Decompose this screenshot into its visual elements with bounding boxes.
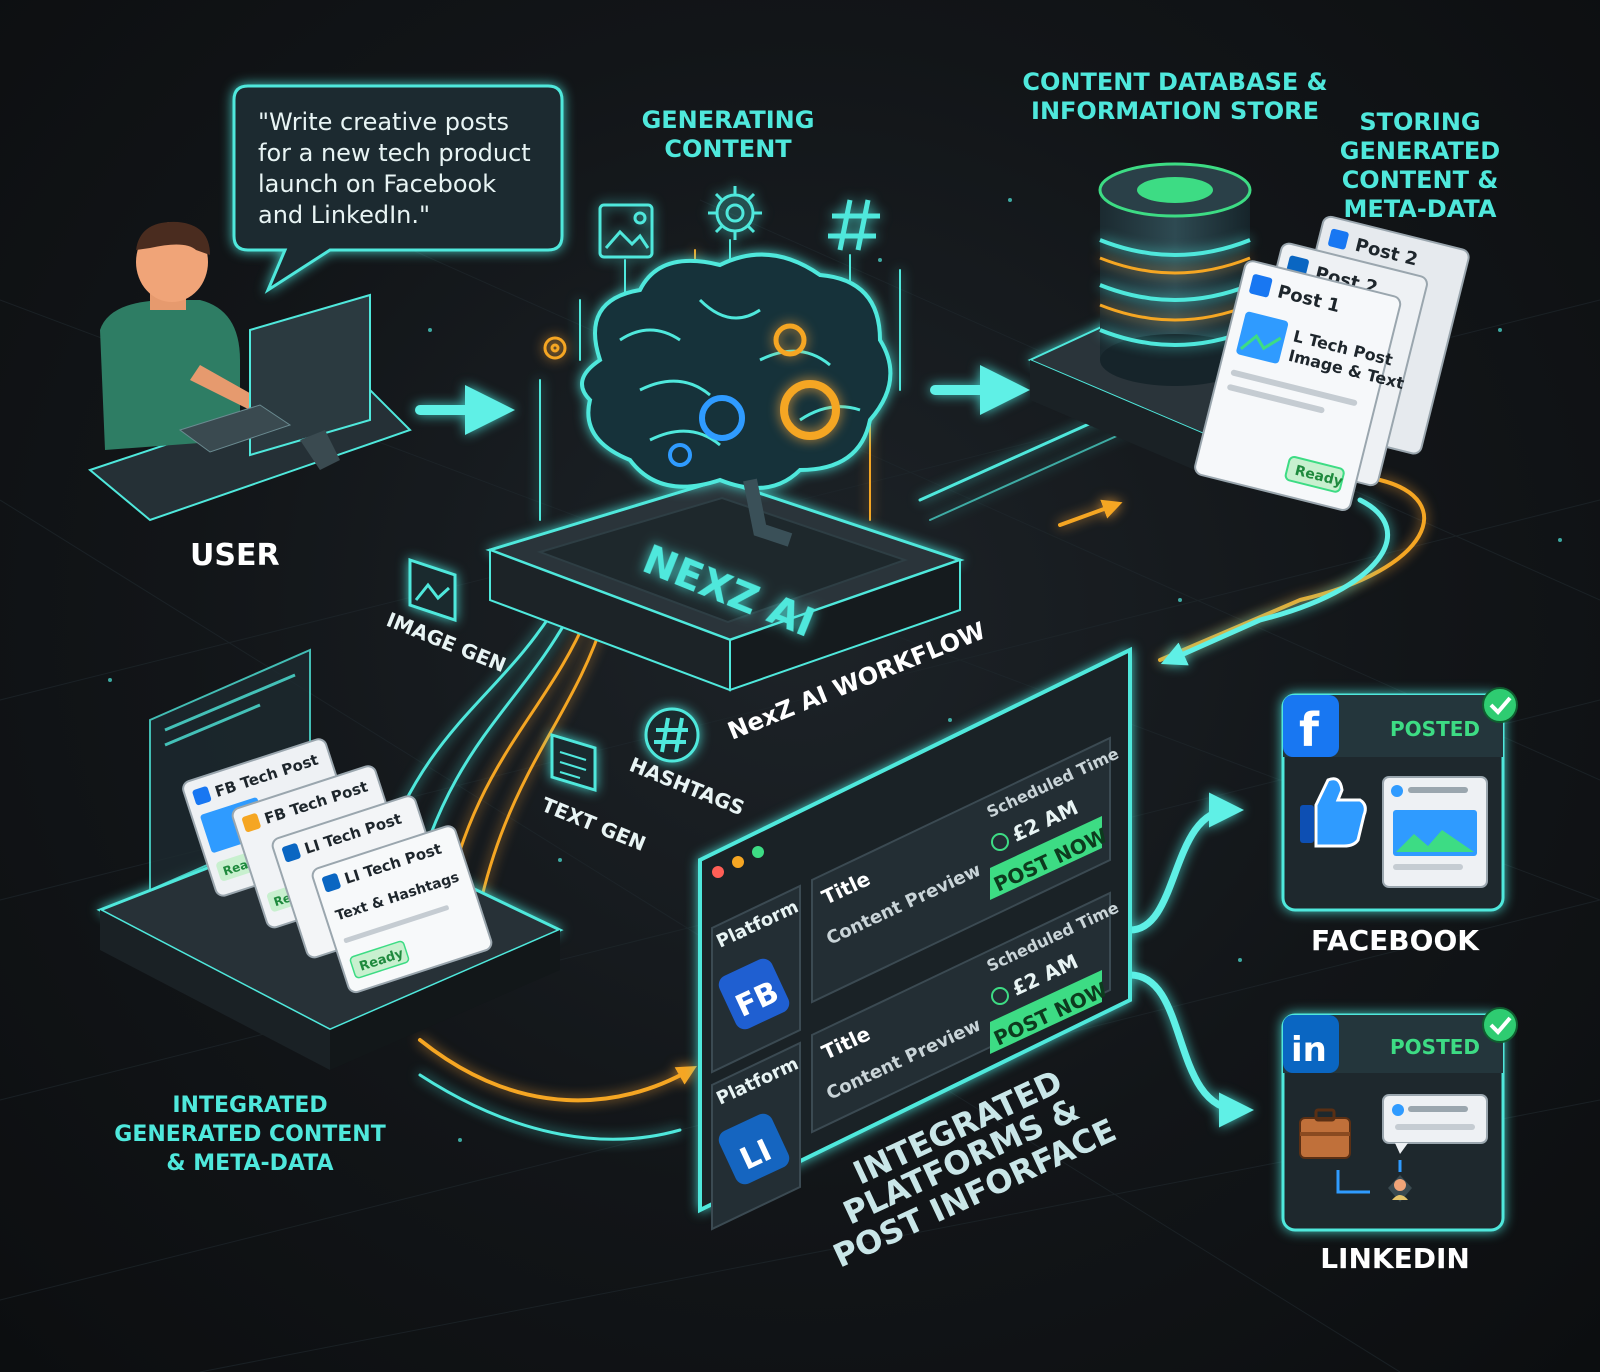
text-gen-label: TEXT GEN xyxy=(538,792,649,856)
linkedin-logo-icon xyxy=(1283,1015,1339,1073)
hashtags-label: HASHTAGS xyxy=(626,752,748,820)
brain-gear-blue xyxy=(668,395,745,467)
facebook-logo-icon xyxy=(1283,695,1339,757)
small-gear-icon xyxy=(543,336,567,360)
facebook-post-preview-icon xyxy=(1382,776,1488,888)
post-interface: Platform FB Title Content Preview Schedu… xyxy=(698,646,1132,1275)
generating-label-2: CONTENT xyxy=(664,135,792,163)
prompt-line-1: "Write creative posts xyxy=(258,108,509,136)
briefcase-icon xyxy=(1299,1108,1351,1159)
linkedin-label: LINKEDIN xyxy=(1320,1242,1470,1275)
db-card-image-icon xyxy=(1236,311,1289,364)
linkedin-logo-letters: in xyxy=(1291,1030,1327,1070)
gear-icon xyxy=(708,186,762,240)
prompt-line-3: launch on Facebook xyxy=(258,170,496,198)
db-title-1: CONTENT DATABASE & xyxy=(1022,68,1327,96)
int-card-2-fb-icon xyxy=(242,813,261,832)
int-card-4: LI Tech Post Text & Hashtags Ready xyxy=(311,825,493,994)
facebook-logo-letter: f xyxy=(1299,703,1320,757)
image-icon xyxy=(598,203,654,259)
row1-clock-icon xyxy=(991,833,1009,851)
integrated-label-3: & META-DATA xyxy=(166,1151,333,1176)
storing-line-2: GENERATED xyxy=(1340,137,1500,165)
hashtags-icon xyxy=(644,707,700,763)
user-section: "Write creative posts for a new tech pro… xyxy=(87,84,564,573)
network-person-icon xyxy=(1336,1160,1412,1202)
prompt-line-4: and LinkedIn." xyxy=(258,201,430,229)
generating-section: GENERATING CONTENT xyxy=(543,106,880,360)
integrated-label-1: INTEGRATED xyxy=(172,1093,327,1118)
generating-label-1: GENERATING xyxy=(642,106,815,134)
integrated-section: FB Tech Post Ready FB Tech Post Ready LI… xyxy=(96,648,564,1176)
image-gen-icon xyxy=(408,557,457,623)
monitor-icon xyxy=(178,293,371,470)
thumbs-up-icon xyxy=(1300,777,1367,848)
hashtag-icon xyxy=(828,199,880,251)
db-card-back-fb-icon xyxy=(1328,228,1349,250)
storing-line-3: CONTENT & xyxy=(1342,166,1499,194)
storing-line-1: STORING xyxy=(1359,108,1480,136)
row1-platform-badge xyxy=(718,958,790,1030)
user-label: USER xyxy=(190,538,280,573)
database-section: CONTENT DATABASE & INFORMATION STORE STO… xyxy=(1022,68,1500,511)
brain-icon xyxy=(580,252,893,547)
linkedin-posted-badge: POSTED xyxy=(1390,1035,1480,1059)
close-dot-icon[interactable] xyxy=(712,866,724,878)
maximize-dot-icon[interactable] xyxy=(752,846,764,858)
int-card-4-li-icon xyxy=(322,873,341,892)
output-facebook: f POSTED FACEBOOK xyxy=(1281,687,1518,957)
chat-bubble-icon xyxy=(1382,1094,1488,1154)
row2-platform-badge xyxy=(718,1113,790,1185)
int-card-1-fb-icon xyxy=(192,786,212,806)
storing-line-4: META-DATA xyxy=(1343,195,1496,223)
integrated-label-2: GENERATED CONTENT xyxy=(114,1122,385,1147)
int-card-3-li-icon xyxy=(282,843,301,862)
ai-core: NEXZ AI NexZ AI WORKFLOW xyxy=(485,252,989,746)
prompt-bubble: "Write creative posts for a new tech pro… xyxy=(232,84,564,294)
db-title-2: INFORMATION STORE xyxy=(1031,97,1319,125)
arrow-integrated-to-interface xyxy=(418,1038,697,1103)
brain-gear-orange xyxy=(773,323,840,440)
window-controls xyxy=(712,846,764,878)
arrow-to-facebook xyxy=(1126,792,1244,934)
facebook-check-icon xyxy=(1482,687,1518,723)
module-text-gen: TEXT GEN xyxy=(538,732,649,856)
user-avatar xyxy=(100,221,262,450)
output-linkedin: in POSTED LINKEDIN xyxy=(1281,1007,1518,1275)
row2-clock-icon xyxy=(991,987,1009,1005)
database-cylinder-icon xyxy=(1098,162,1252,386)
minimize-dot-icon[interactable] xyxy=(732,856,744,868)
text-gen-icon xyxy=(550,732,597,793)
db-card-front-fb-icon xyxy=(1249,274,1273,298)
linkedin-check-icon xyxy=(1482,1007,1518,1043)
keyboard-icon xyxy=(178,404,292,453)
facebook-posted-badge: POSTED xyxy=(1390,717,1480,741)
arrow-db-to-interface xyxy=(1160,497,1390,666)
arrow-to-linkedin xyxy=(1126,971,1254,1128)
prompt-line-2: for a new tech product xyxy=(258,139,531,167)
facebook-label: FACEBOOK xyxy=(1311,924,1480,957)
db-card-status-badge xyxy=(1284,456,1345,493)
db-card-front: Post 1 L Tech Post Image & Text Ready xyxy=(1194,260,1406,511)
